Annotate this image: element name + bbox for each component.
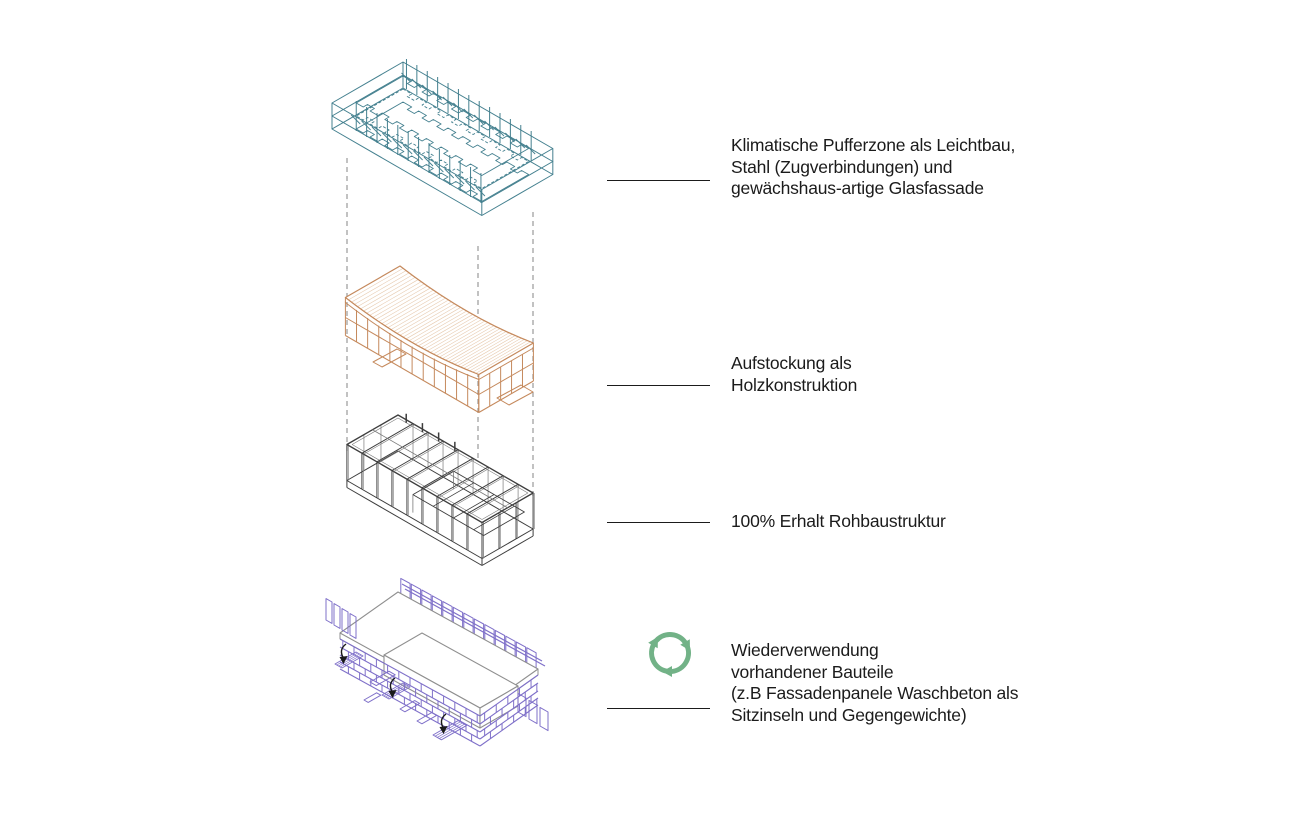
annotation-line: Holzkonstruktion (731, 374, 858, 395)
structure-existing-building (325, 577, 549, 747)
annotation-line: Wiederverwendung (731, 640, 879, 660)
annotation-line: 100% Erhalt Rohbaustruktur (731, 511, 946, 531)
structure-concrete-shell (346, 413, 535, 566)
annotation-line: Aufstockung als (731, 353, 852, 373)
structure-buffer-zone (331, 59, 554, 216)
leader-line-shell (607, 522, 710, 523)
leader-line-buffer (607, 180, 710, 181)
annotation-buffer-zone: Klimatische Pufferzone als Leichtbau, St… (731, 135, 1015, 200)
annotation-concrete-shell: 100% Erhalt Rohbaustruktur (731, 511, 946, 533)
annotation-line: vorhandener Bauteile (731, 661, 894, 682)
annotation-line: gewächshaus-artige Glasfassade (731, 178, 984, 198)
structure-timber-addition (344, 265, 534, 413)
annotation-line: Stahl (Zugverbindungen) und (731, 156, 953, 177)
annotation-line: Klimatische Pufferzone als Leichtbau, (731, 135, 1016, 155)
annotation-timber-addition: Aufstockung als Holzkonstruktion (731, 353, 857, 396)
annotation-reuse: Wiederverwendung vorhandener Bauteile (z… (731, 640, 1019, 726)
leader-line-reuse (607, 708, 710, 709)
annotation-line: Sitzinseln und Gegengewichte) (731, 704, 967, 725)
recycle-icon (648, 632, 691, 677)
annotation-line: (z.B Fassadenpanele Waschbeton als (731, 683, 1019, 703)
leader-line-timber (607, 385, 710, 386)
